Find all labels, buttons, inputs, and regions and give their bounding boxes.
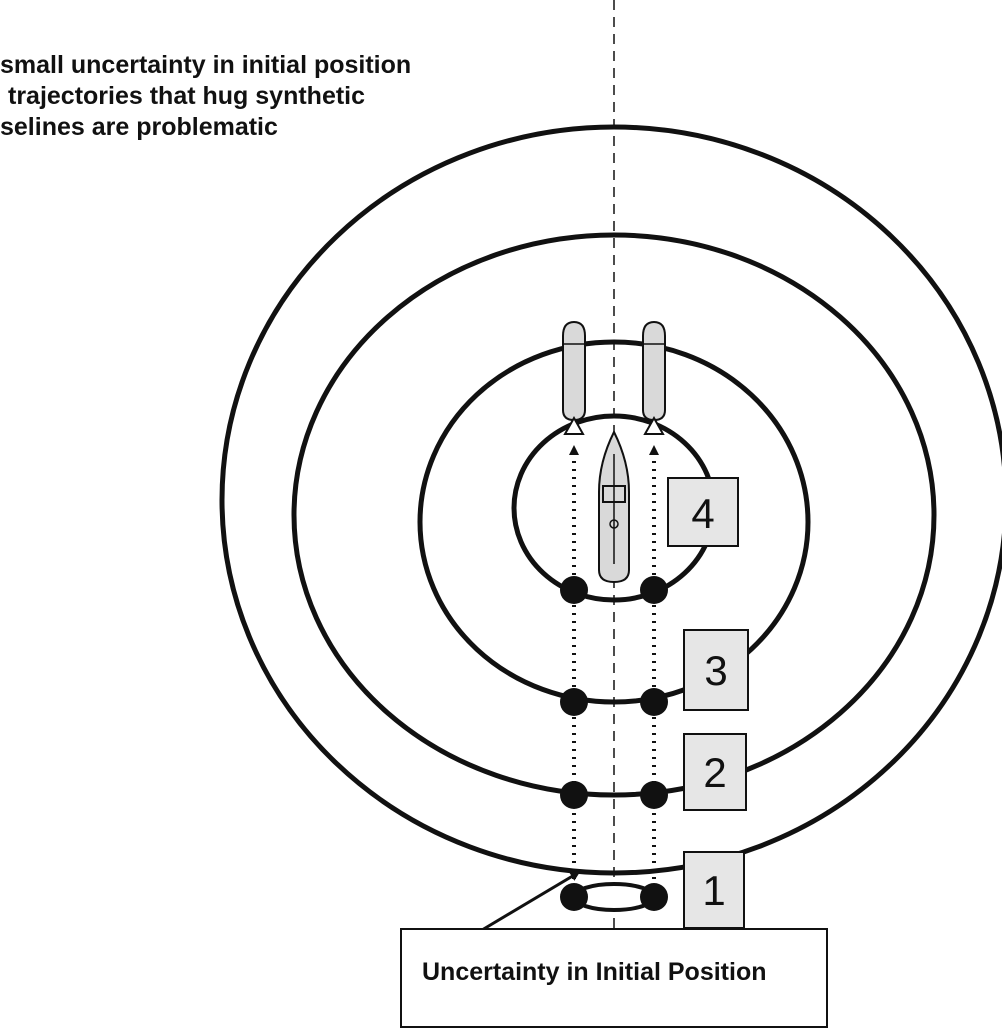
ring-label-text: 3 (704, 647, 727, 694)
ring-label-2: 2 (683, 733, 747, 811)
ring-3 (417, 339, 811, 705)
ring-label-4: 4 (667, 477, 739, 547)
dot (640, 781, 668, 809)
callout-arrow (481, 871, 581, 932)
dot (560, 576, 588, 604)
dot (560, 688, 588, 716)
ship-icon (598, 429, 630, 584)
intersection-dots (560, 576, 668, 911)
dot (560, 883, 588, 911)
dot (640, 576, 668, 604)
caption-line: selines are problematic (0, 113, 278, 141)
ring-label-text: 2 (703, 749, 726, 796)
caption-line: small uncertainty in initial position (0, 51, 412, 79)
caption-line: trajectories that hug synthetic (8, 82, 366, 110)
callout-text: Uncertainty in Initial Position (422, 958, 767, 986)
torpedo-icon (642, 320, 666, 435)
dot (640, 688, 668, 716)
torpedo-icon (562, 320, 586, 435)
ring-1 (219, 124, 1002, 876)
callout-box (400, 928, 828, 1028)
ring-label-text: 4 (691, 490, 714, 537)
dot (640, 883, 668, 911)
ring-label-1: 1 (683, 851, 745, 929)
ring-2 (291, 232, 937, 798)
ring-label-text: 1 (702, 867, 725, 914)
dot (560, 781, 588, 809)
ring-label-3: 3 (683, 629, 749, 711)
caption: small uncertainty in initial position tr… (0, 50, 560, 143)
